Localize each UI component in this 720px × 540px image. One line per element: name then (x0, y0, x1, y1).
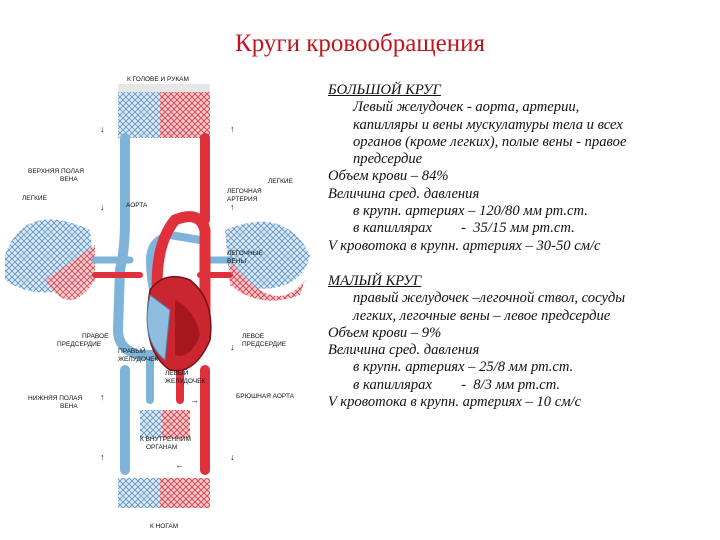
label-left-ventricle-2: ЖЕЛУДОЧЕК (165, 378, 205, 385)
svg-text:↑: ↑ (230, 202, 235, 212)
label-right-atrium-2: ПРЕДСЕРДИЕ (57, 341, 102, 348)
big-circle-path-4: предсердие (353, 151, 423, 168)
upper-capillaries (118, 84, 210, 138)
small-circle-volume: Объем крови – 9% (328, 324, 442, 341)
label-lungs-right: ЛЕГКИЕ (268, 178, 294, 185)
label-pulm-artery-2: АРТЕРИЯ (227, 196, 258, 203)
svg-text:↑: ↑ (230, 124, 235, 134)
svg-text:→: → (190, 395, 199, 405)
diagram-labels: К ГОЛОВЕ И РУКАМ ВЕРХНЯЯ ПОЛАЯ ВЕНА ЛЕГК… (22, 76, 295, 530)
right-lung (225, 221, 310, 301)
label-left-atrium-1: ЛЕВОЕ (242, 333, 265, 340)
svg-text:↑: ↑ (100, 452, 105, 462)
label-left-atrium-2: ПРЕДСЕРДИЕ (242, 341, 287, 348)
svg-text:↓: ↓ (230, 342, 235, 352)
label-sup-vena-1: ВЕРХНЯЯ ПОЛАЯ (28, 168, 84, 175)
big-circle-pressure-capillaries: в капиллярах - 35/15 мм рт.ст. (353, 220, 575, 237)
big-circle-path-2: капилляры и вены мускулатуры тела и всех (353, 116, 623, 133)
label-organs-2: ОРГАНАМ (146, 444, 177, 451)
small-circle-heading: МАЛЫЙ КРУГ (328, 272, 422, 289)
small-circle-pressure-arteries: в крупн. артериях – 25/8 мм рт.ст. (353, 359, 574, 376)
label-pulm-artery-1: ЛЕГОЧНАЯ (227, 188, 262, 195)
small-circle-pressure: Величина сред. давления (328, 342, 480, 359)
label-inf-vena-1: НИЖНЯЯ ПОЛАЯ (28, 395, 83, 402)
heart (146, 275, 212, 372)
svg-text:↓: ↓ (100, 202, 105, 212)
circulation-diagram: ↓ ↑ ↓ ↑ ↑ ↓ ↑ ↓ ← → К ГОЛОВЕ И РУКАМ ВЕР… (5, 76, 310, 530)
label-left-ventricle-1: ЛЕВЫЙ (165, 368, 189, 377)
svg-text:↑: ↑ (100, 392, 105, 402)
label-aorta: АОРТА (126, 202, 148, 209)
svg-text:↓: ↓ (100, 124, 105, 134)
small-circle-velocity: V кровотока в крупн. артериях – 10 см/с (328, 394, 582, 411)
label-pulm-veins-1: ЛЕГОЧНЫЕ (227, 250, 263, 257)
small-circle-path-1: правый желудочек –легочной ствол, сосуды (353, 290, 626, 307)
page-title: Круги кровообращения (235, 30, 485, 57)
label-pulm-veins-2: ВЕНЫ (227, 258, 246, 265)
flow-arrows: ↓ ↑ ↓ ↑ ↑ ↓ ↑ ↓ ← → (100, 124, 235, 470)
organ-capillaries (140, 410, 190, 438)
big-circle-heading: БОЛЬШОЙ КРУГ (328, 82, 441, 98)
label-right-atrium-1: ПРАВОЕ (82, 333, 109, 340)
big-circle-pressure-arteries: в крупн. артериях – 120/80 мм рт.ст. (353, 203, 588, 220)
label-lungs-left: ЛЕГКИЕ (22, 195, 48, 202)
label-legs: К НОГАМ (150, 523, 178, 530)
lower-capillaries (118, 478, 210, 508)
svg-text:←: ← (175, 460, 184, 470)
big-circle-velocity: V кровотока в крупн. артериях – 30-50 см… (328, 237, 601, 254)
label-head: К ГОЛОВЕ И РУКАМ (127, 76, 189, 83)
big-circle-volume: Объем крови – 84% (328, 168, 449, 185)
label-inf-vena-2: ВЕНА (60, 403, 78, 410)
label-organs-1: К ВНУТРЕННИМ (140, 436, 191, 443)
label-right-ventricle-2: ЖЕЛУДОЧЕК (118, 356, 158, 363)
small-circle-pressure-capillaries: в капиллярах - 8/3 мм рт.ст. (353, 376, 561, 393)
circulation-text: БОЛЬШОЙ КРУГ Левый желудочек - аорта, ар… (328, 82, 713, 411)
big-circle-pressure: Величина сред. давления (328, 185, 480, 202)
svg-text:↓: ↓ (230, 452, 235, 462)
label-abd-aorta: БРЮШНАЯ АОРТА (236, 393, 295, 400)
left-lung (5, 219, 95, 300)
big-circle-path-3: органов (кроме легких), полые вены - пра… (353, 133, 627, 150)
big-circle-path-1: Левый желудочек - аорта, артерии, (353, 99, 580, 116)
small-circle-path-2: легких, легочные вены – левое предсердие (353, 307, 611, 324)
label-right-ventricle-1: ПРАВЫЙ (118, 346, 146, 355)
label-sup-vena-2: ВЕНА (60, 176, 78, 183)
